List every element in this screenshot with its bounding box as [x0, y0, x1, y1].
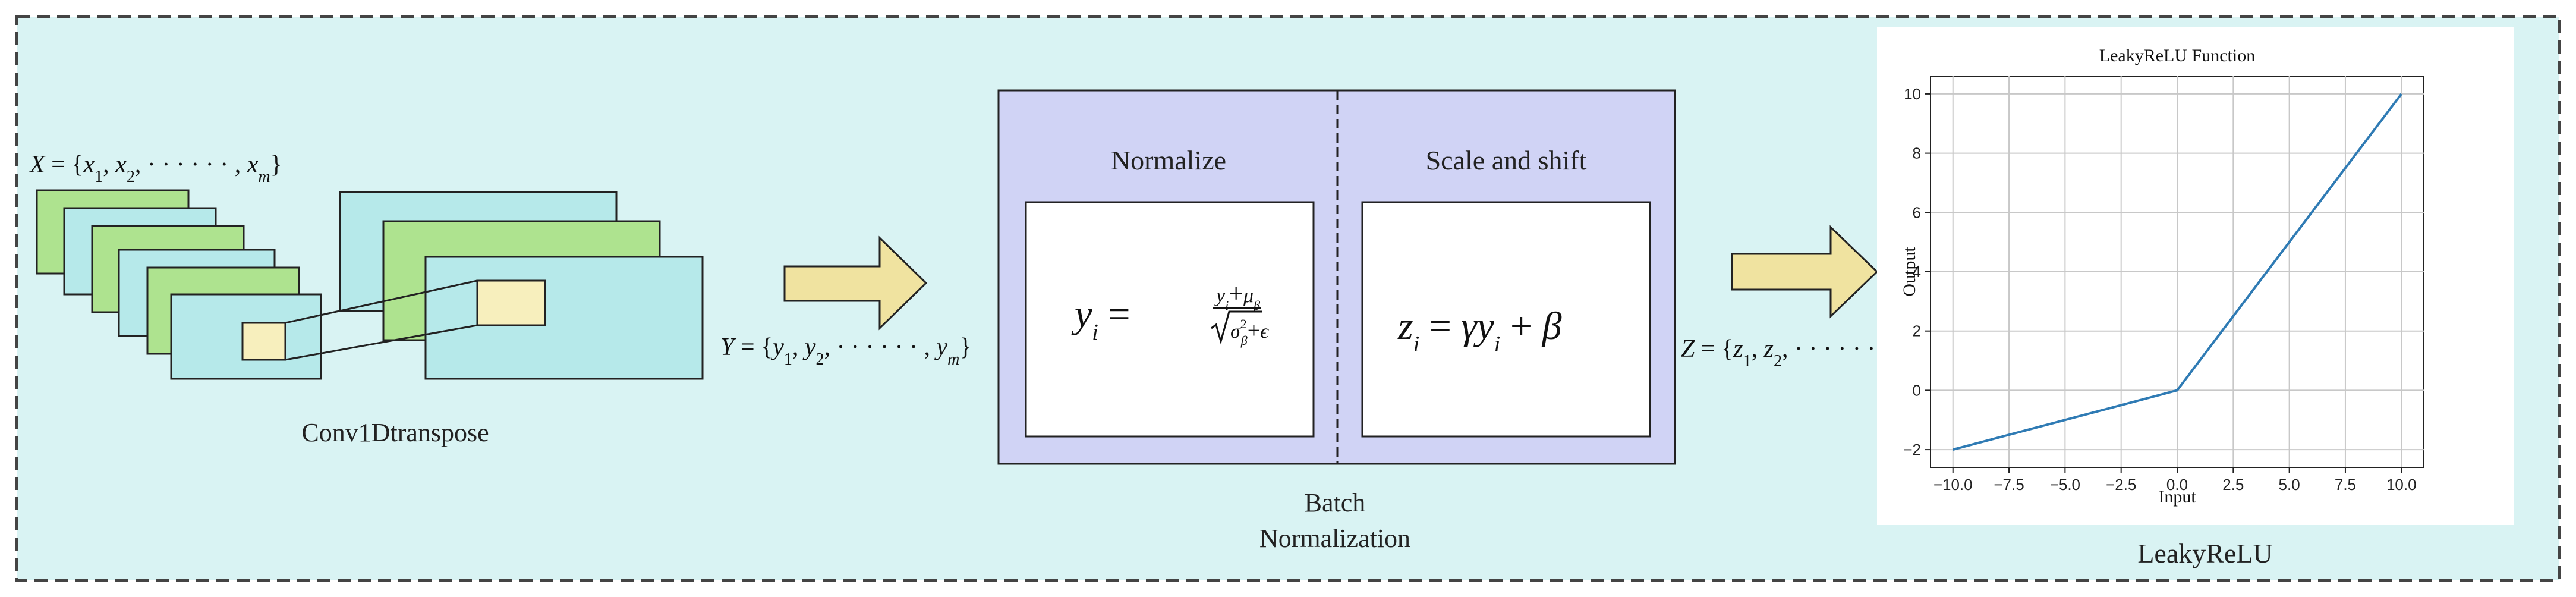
chart-title: LeakyReLU Function [2099, 46, 2255, 65]
normalize-title: Normalize [1111, 145, 1226, 175]
y-tick-label: 2 [1913, 322, 1921, 340]
conv-section: X = {x1, x2, · · · · · · , xm} Conv1Dtra… [29, 151, 704, 447]
leakyrelu-chart: −10.0 −7.5 −5.0 −2.5 0.0 2.5 5.0 7.5 10.0 −2 0 2 4 6 8… [1877, 27, 2514, 525]
series-layer [1953, 93, 2402, 451]
x-tick-label: −5.0 [2050, 476, 2080, 494]
normalize-formula-box [1025, 201, 1315, 438]
scale-shift-title: Scale and shift [1426, 145, 1587, 175]
x-tick-label: 2.5 [2222, 476, 2244, 494]
x-tick-label: 0.0 [2166, 476, 2188, 494]
scale-formula-box [1361, 201, 1651, 438]
axis-ticks: −10.0 −7.5 −5.0 −2.5 0.0 2.5 5.0 7.5 10.0 −2 0 2 4 6 8… [1903, 85, 2416, 494]
flow-arrow-2 [1731, 225, 1879, 319]
scale-formula: zi = γyi + β [1397, 304, 1562, 357]
chart-ylabel: Output [1900, 247, 1919, 297]
y-tick-label: −2 [1903, 441, 1921, 458]
act-output-set-label: Z = {z1, z2, · · · · · · zm} [1681, 335, 1916, 370]
output-kernel-patch [476, 279, 546, 326]
y-tick-label: 10 [1904, 85, 1921, 103]
projection-line-bottom [285, 324, 478, 361]
output-layer-3 [424, 256, 704, 380]
y-tick-label: 4 [1913, 263, 1921, 281]
x-tick-label: −7.5 [1994, 476, 2024, 494]
batchnorm-caption-line2: Normalization [1259, 524, 1410, 553]
svg-text:yi =: yi = [1071, 293, 1130, 345]
projection-line-top [285, 279, 478, 324]
x-tick-label: −10.0 [1933, 476, 1973, 494]
x-tick-label: −2.5 [2106, 476, 2136, 494]
x-tick-label: 10.0 [2386, 476, 2417, 494]
y-tick-label: 6 [1913, 203, 1921, 221]
bn-output-set-label: Y = {y1, y2, · · · · · · , ym} [720, 334, 972, 369]
svg-text:yi+μβ: yi+μβ [1214, 279, 1260, 313]
svg-text:σ2β+ϵ: σ2β+ϵ [1230, 316, 1269, 348]
y-tick-label: 0 [1913, 381, 1921, 399]
series-line [1953, 93, 2402, 451]
x-tick-label: 7.5 [2335, 476, 2356, 494]
x-tick-label: 5.0 [2279, 476, 2300, 494]
input-set-label: X = {x1, x2, · · · · · · , xm} [29, 151, 282, 186]
input-kernel-patch [241, 322, 286, 361]
chart-xlabel: Input [2158, 487, 2196, 507]
y-tick-label: 8 [1913, 144, 1921, 162]
conv-caption: Conv1Dtranspose [301, 418, 489, 447]
flow-arrow-1 [783, 235, 928, 331]
batchnorm-caption-line1: Batch [1305, 488, 1366, 517]
activation-caption: LeakyReLU [2137, 538, 2272, 568]
